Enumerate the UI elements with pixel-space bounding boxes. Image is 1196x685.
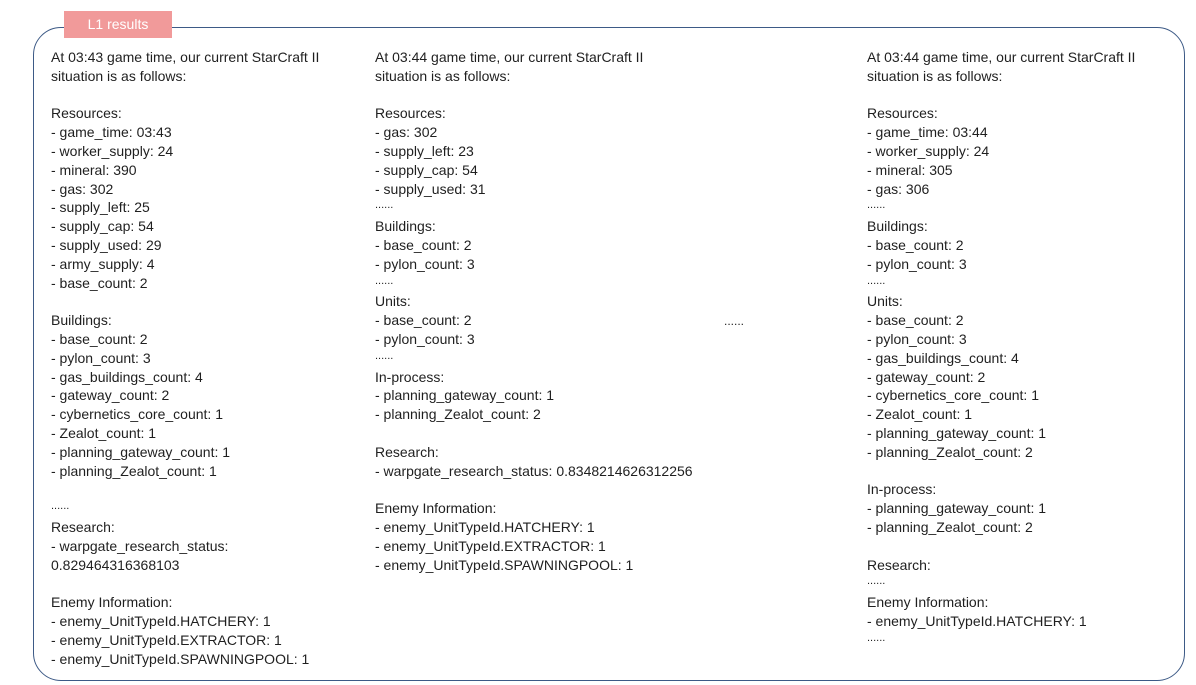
status-line: Resources: [375, 105, 446, 122]
status-line: situation is as follows: [51, 67, 187, 84]
situation-column-3: At 03:44 game time, our current StarCraf… [867, 48, 1135, 650]
status-line [867, 462, 1135, 481]
status-line: - Zealot_count: 1 [867, 406, 973, 423]
status-line: In-process: [375, 368, 445, 385]
status-line: - pylon_count: 3 [867, 330, 967, 347]
status-line: ...... [51, 500, 70, 513]
results-frame [33, 27, 1185, 681]
status-line: - gateway_count: 2 [867, 368, 986, 385]
status-line: Units: [867, 293, 903, 310]
status-line [375, 424, 693, 443]
status-line: Enemy Information: [375, 500, 497, 517]
status-line: Resources: [51, 105, 122, 122]
status-line: - gas_buildings_count: 4 [867, 349, 1019, 366]
status-line: ...... [867, 199, 886, 212]
status-line: - mineral: 390 [51, 161, 137, 178]
status-line [375, 86, 693, 105]
status-line: - planning_gateway_count: 1 [375, 387, 555, 404]
status-line: - base_count: 2 [867, 236, 964, 253]
status-line: - supply_used: 31 [375, 180, 486, 197]
status-line: - cybernetics_core_count: 1 [867, 387, 1039, 404]
status-line: situation is as follows: [375, 67, 511, 84]
status-line: - supply_left: 25 [51, 199, 150, 216]
status-line: - planning_Zealot_count: 1 [51, 462, 217, 479]
middle-ellipsis: ...... [724, 314, 745, 328]
status-line: At 03:44 game time, our current StarCraf… [375, 49, 644, 65]
status-line: Enemy Information: [51, 594, 173, 611]
status-line: - pylon_count: 3 [375, 330, 475, 347]
status-line: - supply_cap: 54 [51, 218, 154, 235]
status-line: - planning_Zealot_count: 2 [867, 518, 1033, 535]
situation-column-1: At 03:43 game time, our current StarCraf… [51, 48, 319, 668]
status-line: - warpgate_research_status: 0.8348214626… [375, 462, 693, 479]
status-line: ...... [375, 274, 394, 287]
status-line: - planning_Zealot_count: 2 [867, 443, 1033, 460]
status-line: - base_count: 2 [375, 312, 472, 329]
status-line: Research: [867, 556, 931, 573]
status-line: Research: [375, 443, 439, 460]
situation-column-2: At 03:44 game time, our current StarCraf… [375, 48, 693, 574]
status-line: - pylon_count: 3 [375, 255, 475, 272]
status-line: Enemy Information: [867, 594, 989, 611]
status-line: - enemy_UnitTypeId.SPAWNINGPOOL: 1 [51, 650, 310, 667]
status-line: - pylon_count: 3 [51, 349, 151, 366]
status-line: - gas: 302 [51, 180, 114, 197]
status-line: Resources: [867, 105, 938, 122]
status-line: - cybernetics_core_count: 1 [51, 406, 223, 423]
status-line: ...... [867, 631, 886, 644]
status-line: - planning_gateway_count: 1 [867, 500, 1047, 517]
status-line: - supply_left: 23 [375, 142, 474, 159]
status-line: - supply_used: 29 [51, 236, 162, 253]
status-line: - planning_Zealot_count: 2 [375, 406, 541, 423]
status-line [51, 574, 319, 593]
status-line: - worker_supply: 24 [51, 142, 174, 159]
status-line: - supply_cap: 54 [375, 161, 478, 178]
status-line: - mineral: 305 [867, 161, 953, 178]
status-line: - worker_supply: 24 [867, 142, 990, 159]
status-line: ...... [867, 575, 886, 588]
status-line: - base_count: 2 [51, 330, 148, 347]
status-line: At 03:43 game time, our current StarCraf… [51, 49, 320, 65]
status-line: - warpgate_research_status: [51, 537, 229, 554]
status-line: - pylon_count: 3 [867, 255, 967, 272]
status-line: - game_time: 03:44 [867, 124, 988, 141]
status-line [51, 292, 319, 311]
status-line: - enemy_UnitTypeId.EXTRACTOR: 1 [375, 537, 606, 554]
status-line: - enemy_UnitTypeId.EXTRACTOR: 1 [51, 631, 282, 648]
status-line: ...... [375, 349, 394, 362]
status-line: - gateway_count: 2 [51, 387, 170, 404]
status-line: - army_supply: 4 [51, 255, 155, 272]
status-line: - enemy_UnitTypeId.SPAWNINGPOOL: 1 [375, 556, 634, 573]
status-line: Research: [51, 518, 115, 535]
status-line: - base_count: 2 [375, 236, 472, 253]
status-line: Buildings: [375, 218, 436, 235]
status-line: - game_time: 03:43 [51, 124, 172, 141]
status-line: 0.829464316368103 [51, 556, 180, 573]
status-line: Units: [375, 293, 411, 310]
status-line: - planning_gateway_count: 1 [867, 424, 1047, 441]
status-line: In-process: [867, 481, 937, 498]
status-line: - base_count: 2 [51, 274, 148, 291]
status-line: - Zealot_count: 1 [51, 424, 157, 441]
status-line: ...... [375, 199, 394, 212]
section-label: L1 results [64, 11, 172, 38]
status-line: - enemy_UnitTypeId.HATCHERY: 1 [867, 612, 1087, 629]
status-line: At 03:44 game time, our current StarCraf… [867, 49, 1136, 65]
status-line: situation is as follows: [867, 67, 1003, 84]
status-line [51, 480, 319, 499]
status-line: - enemy_UnitTypeId.HATCHERY: 1 [51, 612, 271, 629]
status-line [375, 480, 693, 499]
status-line: - base_count: 2 [867, 312, 964, 329]
status-line: - gas: 302 [375, 124, 438, 141]
status-line [51, 86, 319, 105]
status-line: Buildings: [867, 218, 928, 235]
status-line [867, 86, 1135, 105]
status-line [867, 537, 1135, 556]
status-line: - gas: 306 [867, 180, 930, 197]
status-line: - planning_gateway_count: 1 [51, 443, 231, 460]
status-line: ...... [867, 274, 886, 287]
status-line: Buildings: [51, 312, 112, 329]
status-line: - gas_buildings_count: 4 [51, 368, 203, 385]
status-line: - enemy_UnitTypeId.HATCHERY: 1 [375, 518, 595, 535]
